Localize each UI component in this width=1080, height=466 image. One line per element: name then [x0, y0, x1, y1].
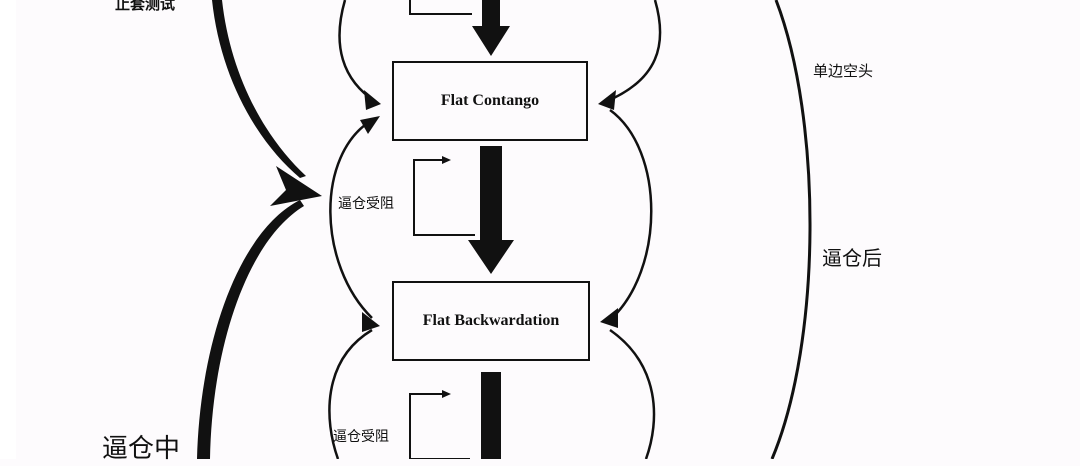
label-blocked-1: 逼仓受阻: [338, 196, 394, 212]
flat-backwardation-node: Flat Backwardation: [392, 281, 590, 361]
loop-arrow-top: [409, 0, 472, 15]
loop-arrow-middle: [413, 159, 475, 236]
sweep-arrow-from-top: [212, 0, 306, 178]
curve-right-back-down: [609, 328, 656, 459]
curve-left-back-down: [328, 328, 373, 459]
label-after-squeeze: 逼仓后: [822, 246, 882, 270]
label-during-squeeze: 逼仓中: [102, 434, 181, 464]
curve-left-top-contango: [338, 0, 377, 104]
label-blocked-2: 逼仓受阻: [333, 429, 389, 445]
label-single-short: 单边空头: [813, 62, 874, 80]
curve-right-contango-back: [609, 108, 653, 321]
right-bracket-curve: [770, 0, 812, 459]
curve-left-contango-back: [329, 118, 373, 319]
flat-contango-label: Flat Contango: [440, 92, 540, 109]
flow-arrow-middle: [468, 146, 514, 274]
flow-arrow-top: [472, 0, 510, 56]
page-margin: [0, 0, 16, 459]
flat-contango-node: Flat Contango: [392, 61, 588, 141]
flat-backwardation-label: Flat Backwardation: [422, 312, 560, 329]
sweep-arrow-from-bottom: [197, 200, 304, 459]
loop-arrow-bottom: [409, 393, 470, 459]
flow-arrow-bottom: [481, 372, 501, 459]
curve-right-top-contango: [604, 0, 662, 104]
sweep-arrowhead: [270, 166, 322, 206]
label-top-left: 止套测试: [115, 0, 176, 13]
